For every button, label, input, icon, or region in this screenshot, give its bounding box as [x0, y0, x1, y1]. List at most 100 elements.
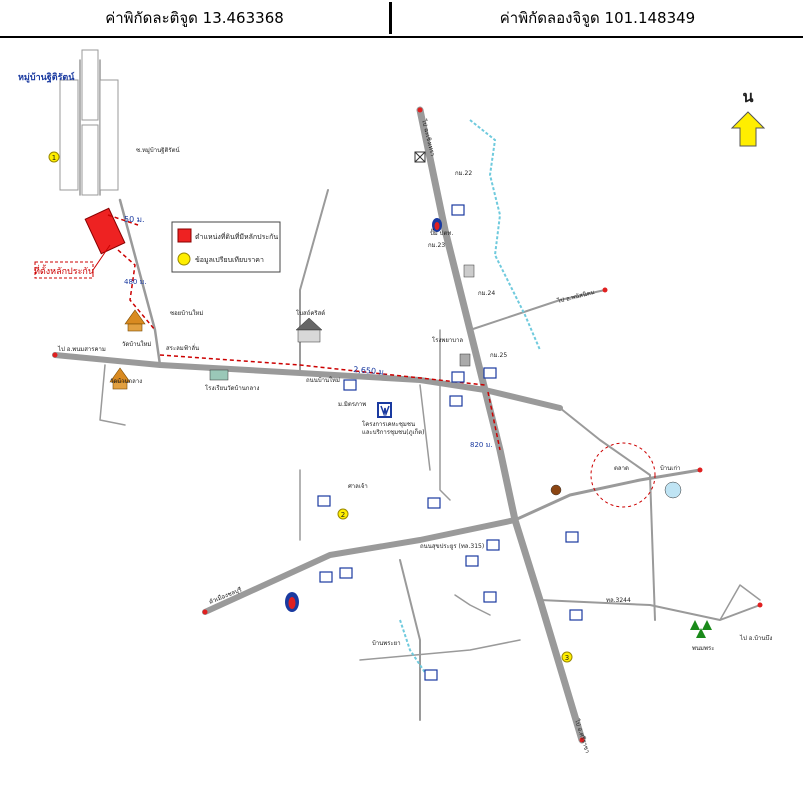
village-block	[99, 79, 119, 191]
rd-banbueng-label: ไป อ.บ้านบึง	[739, 634, 772, 642]
temple-icon	[109, 367, 131, 390]
header-divider	[389, 2, 392, 34]
ban-phraya-label: บ้านพระยา	[372, 640, 401, 647]
route-50m	[107, 214, 139, 226]
north-arrow-icon	[730, 111, 766, 147]
soi-ban-mai-label: ซอยบ้านใหม่	[170, 309, 203, 317]
forest-icon	[690, 620, 712, 638]
sarai-fa-label: สระลมฟ้าลั่น	[166, 344, 199, 352]
land-parcel	[84, 207, 126, 255]
legend: ตำแหน่งที่ดินที่มีหลักประกัน ข้อมูลเปรีย…	[171, 221, 281, 273]
collateral-land	[84, 207, 501, 451]
makro-label: ม.มิตรภาพ	[338, 401, 366, 408]
hospital-label: โรงพยาบาล	[432, 336, 463, 344]
soi-ban-mai	[118, 198, 162, 367]
road-south-1	[399, 559, 421, 721]
elephant-label: พนมพระ	[692, 645, 714, 652]
mosque-icon	[664, 481, 682, 499]
legend-land-label: ตำแหน่งที่ดินที่มีหลักประกัน	[195, 232, 278, 241]
rd-sriracha-label: ไป อ.ศรีราชา	[573, 717, 592, 754]
compare-marker-2-num: 2	[341, 511, 345, 519]
legend-land-swatch	[177, 228, 192, 243]
ptt-icon	[432, 218, 442, 232]
road-end-pins	[52, 107, 763, 743]
road-3244	[539, 599, 761, 621]
map-labels: หมู่บ้านฐิติรัตน์ ซ.หมู่บ้านฐิติรัตน์ 50…	[18, 71, 772, 754]
village-block	[59, 79, 79, 191]
km22-label: กม.22	[455, 170, 472, 177]
dist-480-label: 480 ม.	[124, 278, 146, 286]
legend-compare-swatch	[177, 252, 191, 266]
church-label: โบสถ์คริสต์	[296, 309, 325, 317]
market-label: ตลาด	[614, 465, 629, 472]
rd-ban-kao-label: บ้านเก่า	[660, 465, 680, 472]
landmark-icons	[109, 151, 712, 681]
highway-315	[416, 106, 586, 744]
road-north-1	[299, 189, 329, 374]
ptt-label: ปั๊ม ปตท.	[430, 228, 453, 237]
dome-icon	[550, 484, 562, 496]
north-arrow: น	[730, 87, 766, 147]
rd-3244-label: ทล.3244	[606, 597, 631, 604]
housing-icon-mark	[380, 405, 390, 417]
comparison-markers: 1 2 3	[48, 151, 573, 663]
post-icon-mark	[414, 151, 426, 163]
stream	[399, 619, 431, 681]
housing-proj-label: โครงการเคหะชุมชน	[362, 420, 415, 428]
road-south-2	[359, 639, 521, 661]
route-480m	[117, 249, 156, 331]
road-local-2	[419, 384, 431, 471]
hospital-icon	[459, 353, 471, 367]
wat-ban-mai-label: วัดบ้านใหม่	[122, 340, 151, 348]
compare-marker-1-num: 1	[52, 154, 56, 162]
rd-panat-label: ไป อ.พนัสนิคม	[556, 288, 596, 305]
river	[469, 119, 541, 351]
compare-marker-2	[337, 508, 349, 520]
coordinate-header: ค่าพิกัดละติจูด 13.463368 ค่าพิกัดลองจิจ…	[0, 0, 803, 38]
village-block	[81, 49, 99, 121]
compare-marker-1	[48, 151, 60, 163]
church-icon	[295, 317, 323, 343]
school-icon	[209, 369, 229, 381]
market-circle	[590, 442, 656, 508]
rd-phanom-label: ไป อ.พนมสารคาม	[57, 345, 106, 353]
road-east	[513, 468, 702, 522]
route-820m	[487, 391, 501, 451]
road-network	[52, 59, 761, 744]
village-name-label: หมู่บ้านฐิติรัตน์	[18, 71, 75, 83]
housing-proj-label-2: และบริการชุมชน(ภูเก็ต)	[362, 427, 424, 436]
factory-icon	[463, 264, 475, 278]
collateral-label: ที่ตั้งหลักประกัน	[34, 264, 94, 277]
compare-marker-3	[561, 651, 573, 663]
dist-50-label: 50 ม.	[124, 215, 145, 224]
temple-icon	[124, 309, 146, 332]
road-panat	[469, 289, 606, 331]
rd-ban-mai-label: ถนนบ้านใหม่	[306, 376, 340, 384]
km23-label: กม.23	[428, 242, 445, 249]
longitude-label: ค่าพิกัดลองจิจูด 101.148349	[499, 9, 696, 27]
km24-label: กม.24	[478, 290, 495, 297]
dist-820-label: 820 ม.	[470, 441, 492, 449]
wat-ban-klang-label: วัดบ้านกลาง	[110, 378, 142, 385]
road-southwest	[202, 517, 518, 615]
ptt-icon	[285, 592, 299, 612]
collateral-leader	[92, 244, 111, 271]
road-ban-mai	[52, 352, 563, 411]
km25-label: กม.25	[490, 352, 507, 359]
shop-icons	[317, 204, 583, 681]
shrine-label: ศาลเจ้า	[348, 483, 368, 490]
dist-2650-label: 2,650 ม.	[353, 365, 387, 377]
school-label: โรงเรียนวัดบ้านกลาง	[205, 384, 259, 392]
road-local-4	[454, 594, 491, 616]
rd-main-label: ถนนสุขประยูร (ทล.315)	[420, 543, 484, 550]
road-west-1	[99, 364, 126, 426]
village-block	[81, 124, 99, 196]
road-east-2	[559, 407, 656, 621]
latitude-label: ค่าพิกัดละติจูด 13.463368	[105, 9, 284, 27]
legend-compare-label: ข้อมูลเปรียบเทียบราคา	[195, 256, 264, 264]
north-label: น	[743, 87, 754, 106]
route-2650m	[159, 354, 486, 386]
road-local-1	[439, 329, 451, 501]
village-small-label: ซ.หมู่บ้านฐิติรัตน์	[136, 146, 180, 154]
village-blocks	[59, 49, 119, 196]
